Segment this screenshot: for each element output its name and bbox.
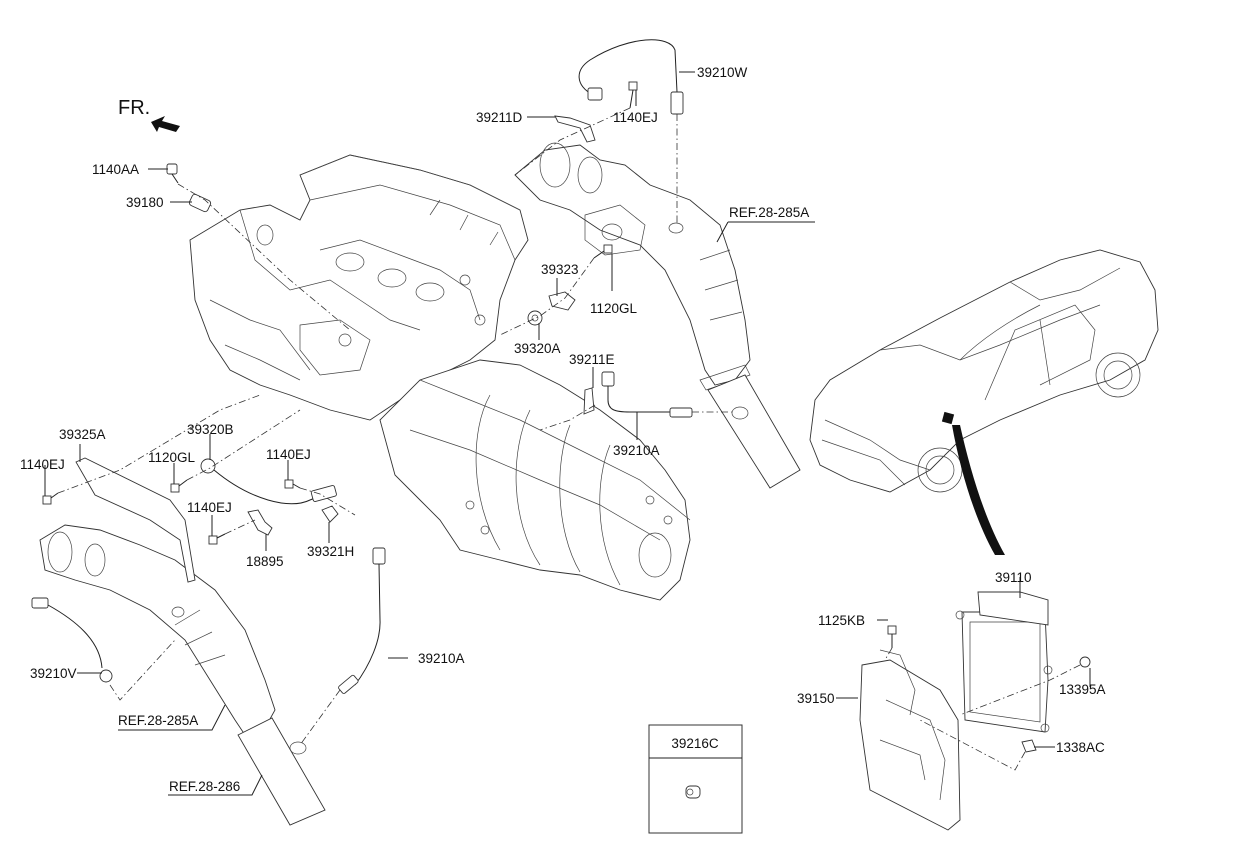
part-label-39110[interactable]: 39110 xyxy=(995,570,1032,585)
part-label-39210W[interactable]: 39210W xyxy=(697,65,748,80)
lower-exhaust-illustration xyxy=(39,524,326,826)
part-label-39210V[interactable]: 39210V xyxy=(30,666,77,681)
part-label-39325A[interactable]: 39325A xyxy=(59,427,106,442)
part-label-1140EJ-left[interactable]: 1140EJ xyxy=(20,457,65,472)
part-label-39320A[interactable]: 39320A xyxy=(514,341,561,356)
part-label-1120GL-top[interactable]: 1120GL xyxy=(590,301,638,316)
part-label-39150[interactable]: 39150 xyxy=(797,691,835,706)
ecm-location-pointer xyxy=(952,425,1005,555)
ecm-location-marker xyxy=(941,411,955,425)
part-label-1140AA[interactable]: 1140AA xyxy=(92,162,139,177)
sensor-parts xyxy=(31,39,693,694)
transmission-illustration xyxy=(379,359,691,601)
part-label-39323[interactable]: 39323 xyxy=(541,262,579,277)
nut-icon xyxy=(685,785,701,799)
front-label: FR. xyxy=(118,97,150,119)
engine-illustration xyxy=(189,154,529,421)
part-label-1140EJ-top[interactable]: 1140EJ xyxy=(613,110,658,125)
part-label-39210A-right[interactable]: 39210A xyxy=(613,443,660,458)
ecm-illustration xyxy=(859,591,1091,831)
assembly-lines xyxy=(57,107,735,746)
heat-protector-39325A xyxy=(75,457,196,583)
part-label-39211E[interactable]: 39211E xyxy=(569,352,615,367)
part-label-1140EJ-low[interactable]: 1140EJ xyxy=(187,500,232,515)
part-label-1338AC[interactable]: 1338AC xyxy=(1056,740,1105,755)
front-direction-arrow-icon xyxy=(151,116,180,132)
reference-label-28-286[interactable]: REF.28-286 xyxy=(169,779,240,794)
part-label-39180[interactable]: 39180 xyxy=(126,195,164,210)
leader-lines xyxy=(44,71,1091,796)
inset-box-39216C: 39216C xyxy=(648,724,743,834)
part-labels: 1140AA 39180 39211D 1140EJ 39210W REF.28… xyxy=(20,65,1106,794)
upper-exhaust-illustration xyxy=(514,142,801,489)
part-label-39210A-lower[interactable]: 39210A xyxy=(418,651,465,666)
part-label-13395A[interactable]: 13395A xyxy=(1059,682,1106,697)
part-label-1125KB[interactable]: 1125KB xyxy=(818,613,865,628)
part-label-18895[interactable]: 18895 xyxy=(246,554,284,569)
part-label-39321H[interactable]: 39321H xyxy=(307,544,354,559)
reference-label-28-285A-left[interactable]: REF.28-285A xyxy=(118,713,198,728)
front-orientation: FR. xyxy=(118,97,180,132)
reference-label-28-285A-top[interactable]: REF.28-285A xyxy=(729,205,809,220)
part-label-39320B[interactable]: 39320B xyxy=(187,422,234,437)
part-label-1120GL-mid[interactable]: 1120GL xyxy=(148,450,196,465)
inset-part-number[interactable]: 39216C xyxy=(671,736,719,751)
vehicle-illustration xyxy=(809,249,1159,555)
part-label-1140EJ-mid[interactable]: 1140EJ xyxy=(266,447,311,462)
part-label-39211D[interactable]: 39211D xyxy=(476,110,523,125)
